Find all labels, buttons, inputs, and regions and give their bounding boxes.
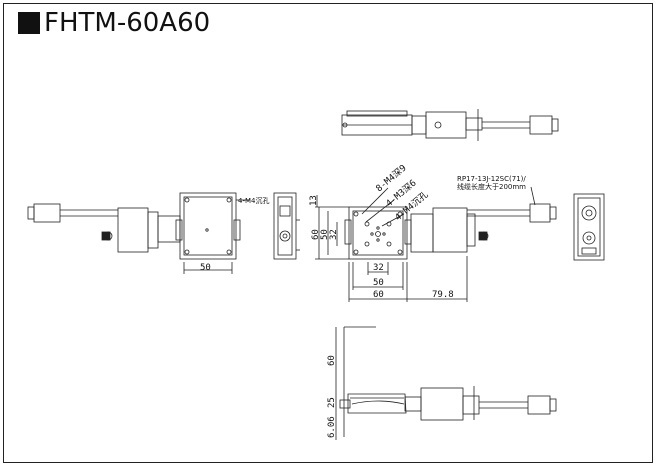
side-view-body	[273, 192, 297, 260]
dim-v50: 50	[320, 229, 330, 240]
dim-top-13: 13	[309, 195, 319, 206]
dim-h79-8: 79.8	[432, 290, 454, 300]
front-elevation	[335, 326, 557, 440]
main-connector	[529, 203, 551, 223]
dim-bottom-6-06: 6.06	[327, 416, 337, 438]
callout-side-holes: 4-M4沉孔	[238, 197, 269, 205]
drawing-frame	[3, 3, 653, 463]
left-stage-body	[179, 192, 237, 260]
cable-note-1: RP17-13J-12SC(71)/	[457, 175, 526, 183]
page-title: FHTM-60A60	[44, 8, 211, 38]
top-view	[341, 109, 559, 141]
side-view	[273, 192, 300, 260]
left-motor	[117, 207, 149, 253]
dim-left-width: 50	[200, 263, 211, 273]
dim-v60: 60	[311, 229, 321, 240]
title-square-icon	[18, 12, 40, 34]
top-view-motor	[425, 111, 467, 139]
dim-bottom-25: 25	[327, 397, 337, 408]
right-end-body	[573, 193, 605, 261]
main-plan-view	[315, 186, 557, 302]
dim-h32: 32	[373, 263, 384, 273]
dim-h60: 60	[373, 290, 384, 300]
dim-v32: 32	[329, 229, 339, 240]
right-end-view	[573, 193, 605, 261]
main-motor	[432, 207, 468, 253]
cable-note-2: 线缆长度大于200mm	[457, 182, 526, 191]
top-view-connector	[529, 115, 553, 135]
title-block: FHTM-60A60	[18, 8, 210, 38]
dim-h50: 50	[373, 278, 384, 288]
dim-bottom-60: 60	[327, 355, 337, 366]
left-front-view	[27, 192, 250, 274]
main-stage-top	[348, 206, 408, 260]
front-elev-motor	[420, 387, 464, 421]
left-connector	[33, 203, 61, 223]
